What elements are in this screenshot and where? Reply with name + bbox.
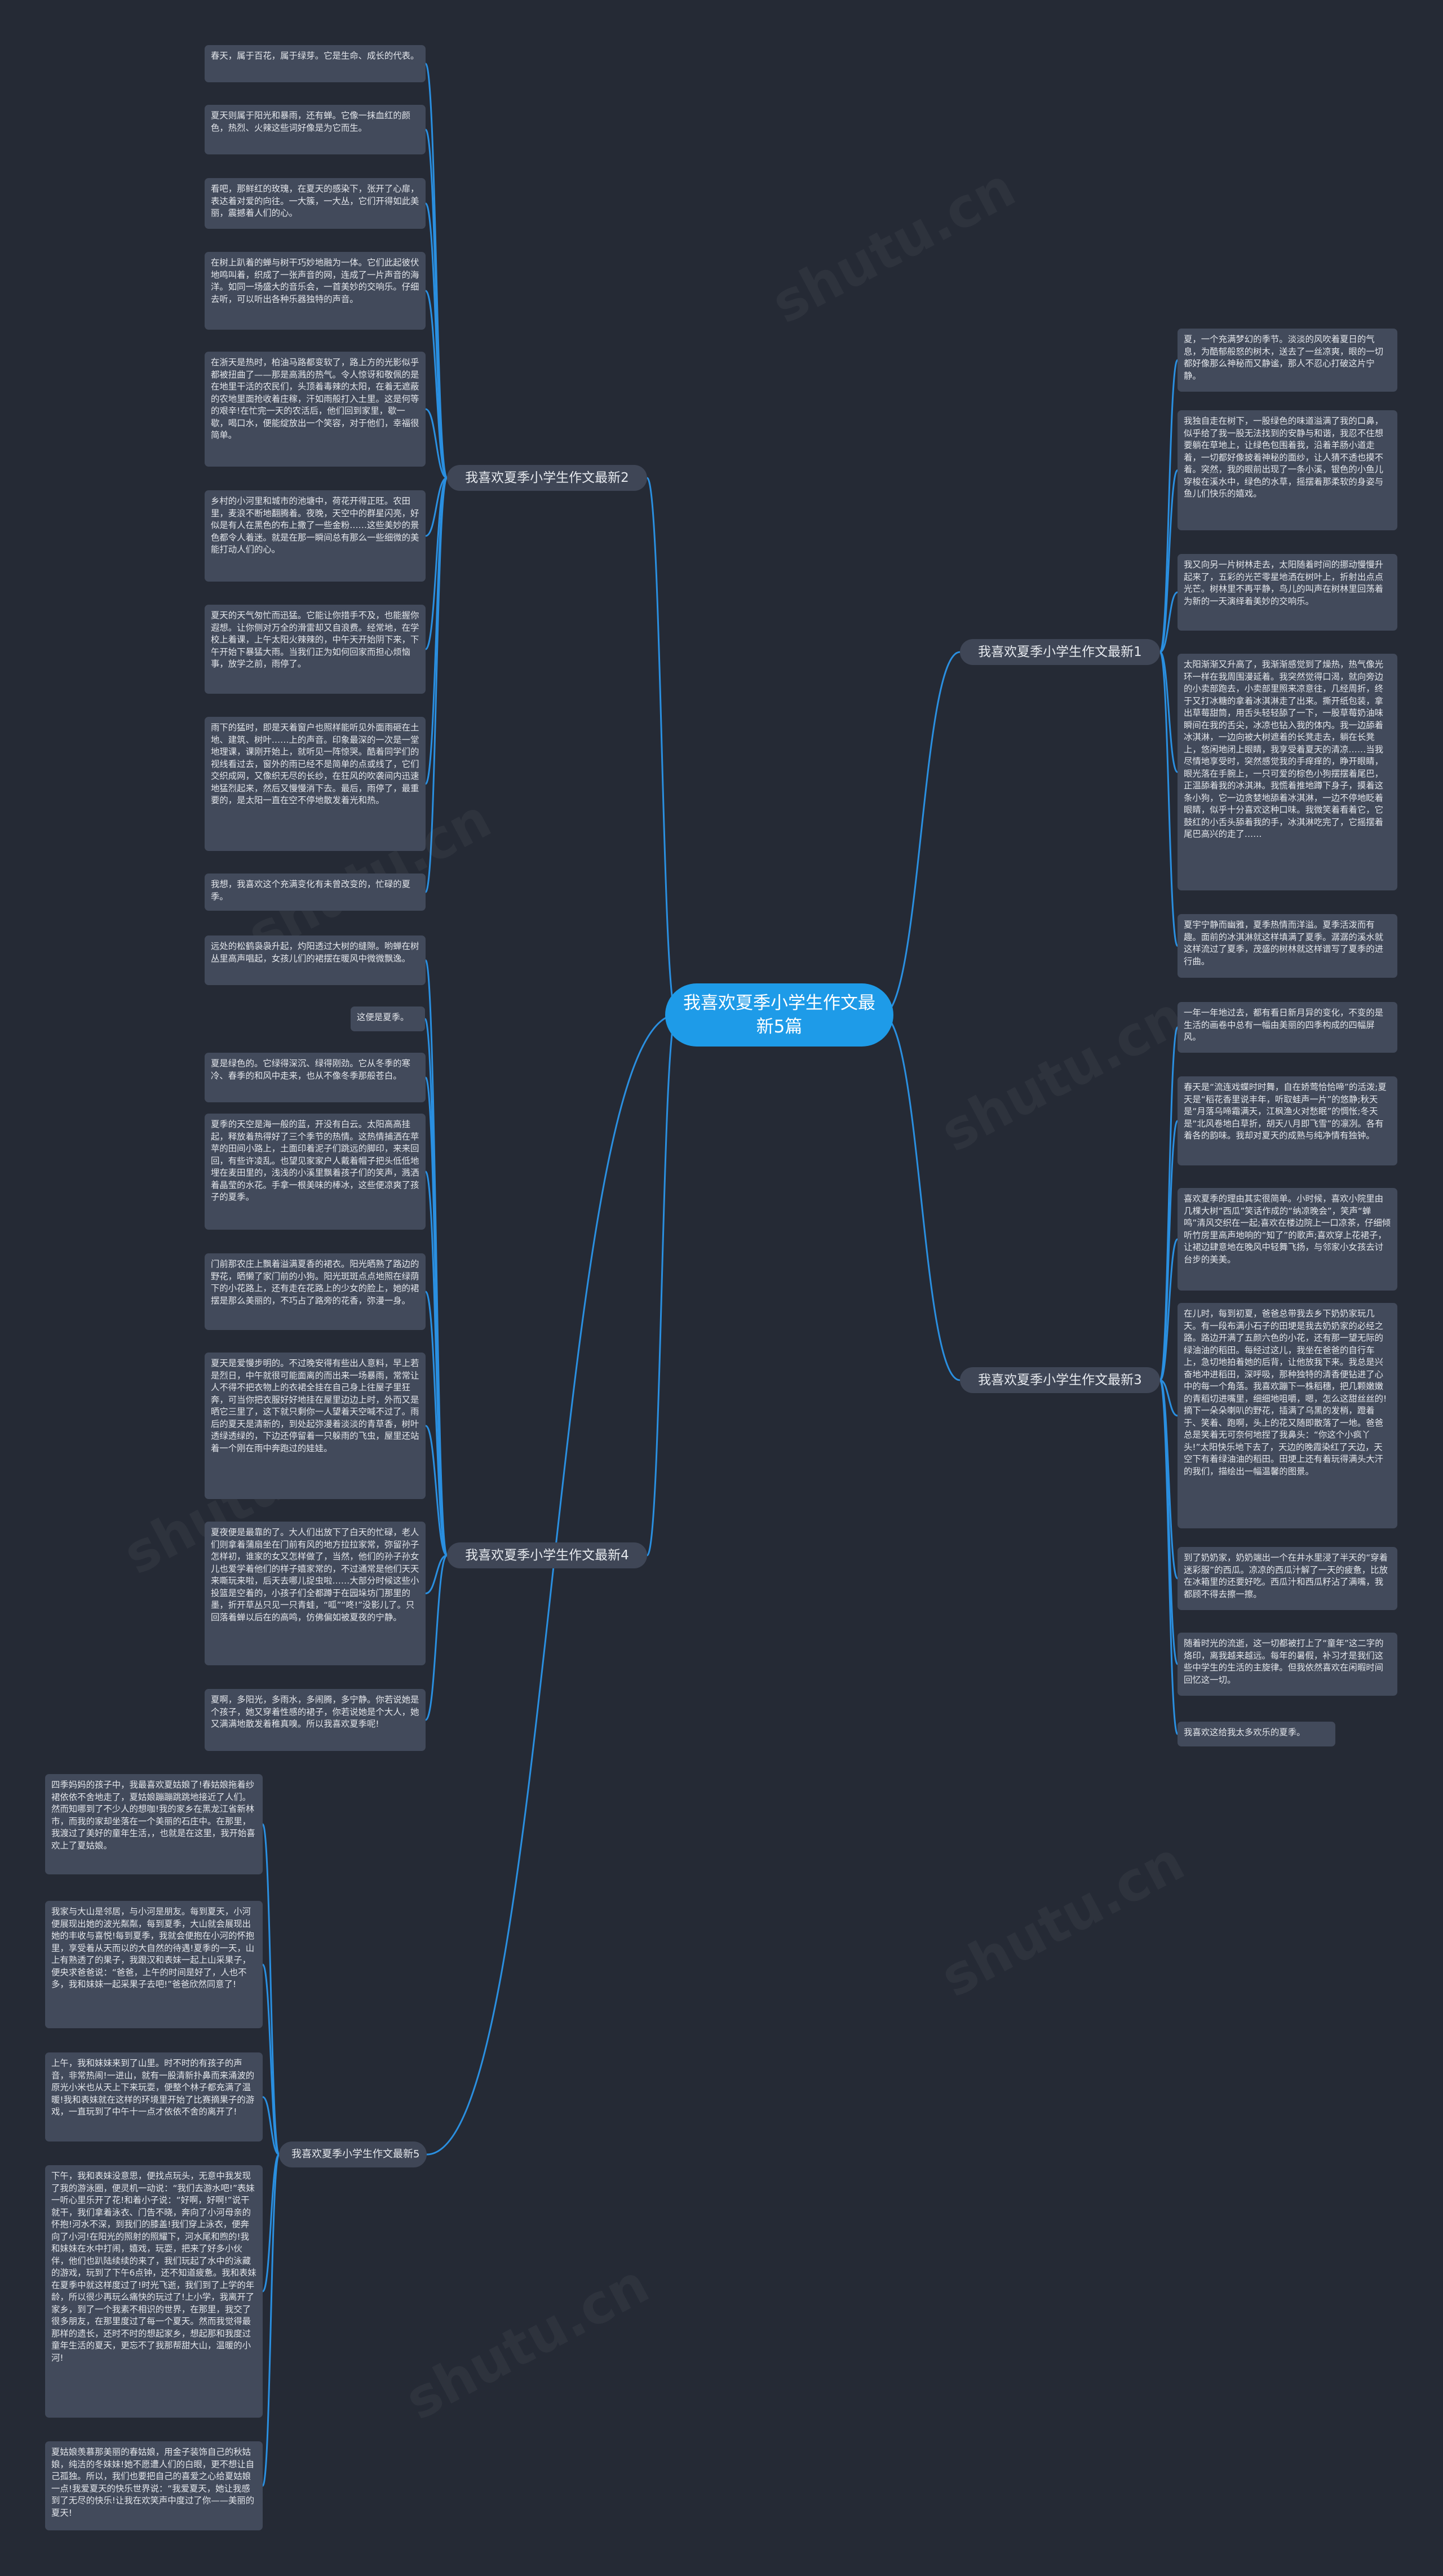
leaf-note: 夏姑娘羡慕那美丽的春姑娘，用金子装饰自己的秋姑娘，纯洁的冬妹妹!她不愿遭人们的白…	[45, 2441, 263, 2530]
leaf-note: 喜欢夏季的理由其实很简单。小时候，喜欢小院里由几棵大树“西瓜”笑话作成的“纳凉晚…	[1178, 1188, 1397, 1291]
connector-line	[1159, 651, 1179, 773]
connector-line	[424, 1554, 448, 1721]
leaf-note: 远处的松鹤袅袅升起，灼阳透过大树的缝隙。哟蝉在树丛里高声唱起，女孩儿们的裙摆在暖…	[205, 935, 426, 985]
connector-line	[882, 1014, 960, 1381]
leaf-note: 门前那农庄上飘着溢满夏香的裙衣。阳光晒熟了路边的野花，晒懒了家门前的小狗。阳光斑…	[205, 1253, 426, 1330]
leaf-note: 上午，我和妹妹来到了山里。时不时的有孩子的声音，非常热闹!一进山，就有一股清新扑…	[45, 2052, 263, 2142]
leaf-note: 夏天的天气匆忙而迅猛。它能让你措手不及，也能握你遐想。让你侧对万全的滑雷却又自浪…	[205, 605, 426, 694]
connector-line	[425, 1554, 448, 1594]
connector-line	[424, 290, 448, 479]
connector-line	[425, 477, 448, 537]
connector-line	[424, 63, 448, 479]
branch-label: 我喜欢夏季小学生作文最新4	[465, 1548, 629, 1563]
leaf-note: 在浙天是热时，柏油马路都变软了，路上方的光影似乎都被扭曲了——那是高溅的热气。令…	[205, 352, 426, 467]
connector-line	[425, 408, 448, 479]
connector-line	[1159, 651, 1179, 947]
connector-line	[882, 651, 960, 1016]
leaf-note: 这便是夏季。	[351, 1007, 425, 1031]
connector-line	[1159, 1379, 1179, 1665]
connector-line	[426, 1014, 677, 2156]
leaf-note: 四季妈妈的孩子中，我最喜欢夏姑娘了!春姑娘拖着纱裙依依不舍地走了，夏姑娘蹦蹦跳跳…	[45, 1774, 263, 1874]
connector-line	[1159, 1238, 1179, 1381]
branch-topic-4[interactable]: 我喜欢夏季小学生作文最新4	[447, 1542, 647, 1568]
connector-line	[1159, 1379, 1178, 1417]
leaf-note: 我喜欢这给我太多欢乐的夏季。	[1178, 1722, 1335, 1746]
leaf-note: 一年一年地过去，都有看日新月异的变化，不变的是生活的画卷中总有一幅由美丽的四季构…	[1178, 1002, 1397, 1053]
branch-topic-1[interactable]: 我喜欢夏季小学生作文最新1	[960, 639, 1160, 665]
branch-label: 我喜欢夏季小学生作文最新5	[291, 2148, 420, 2160]
leaf-note: 看吧，那鲜红的玫瑰，在夏天的感染下，张开了心扉，表达着对爱的向往。一大簇，一大丛…	[205, 178, 426, 229]
leaf-note: 我想，我喜欢这个充满变化有未曾改变的，忙碌的夏季。	[205, 874, 426, 911]
branch-topic-2[interactable]: 我喜欢夏季小学生作文最新2	[447, 465, 647, 491]
leaf-note: 夏天则属于阳光和暴雨，还有蝉。它像一抹血红的颜色，热烈、火辣这些词好像是为它而生…	[205, 105, 426, 154]
branch-topic-5[interactable]: 我喜欢夏季小学生作文最新5	[279, 2142, 427, 2167]
connector-line	[646, 1014, 678, 1557]
root-topic[interactable]: 我喜欢夏季小学生作文最新5篇	[665, 983, 893, 1047]
branch-label: 我喜欢夏季小学生作文最新2	[465, 471, 629, 485]
connector-line	[425, 1425, 448, 1557]
connector-line	[262, 2153, 280, 2293]
connector-line	[424, 477, 448, 785]
leaf-note: 在儿时，每到初夏，爸爸总带我去乡下奶奶家玩几天。有一段布满小石子的田埂是我去奶奶…	[1178, 1303, 1397, 1528]
leaf-note: 随着时光的流逝，这一切都被打上了“童年”这二字的烙印，离我越来越远。每年的暑假，…	[1178, 1633, 1397, 1696]
connector-line	[1159, 1120, 1179, 1381]
leaf-note: 春天是“流连戏蝶时时舞，自在娇莺恰恰啼”的活泼;夏天是“稻花香里说丰年，听取蛙声…	[1178, 1076, 1397, 1165]
leaf-note: 到了奶奶家，奶奶端出一个在井水里浸了半天的“穿着迷彩服”的西瓜。凉凉的西瓜汁解了…	[1178, 1547, 1397, 1610]
connector-line	[262, 1963, 280, 2156]
connector-line	[262, 1823, 280, 2156]
leaf-note: 夏啊，多阳光，多雨水，多闹腾，多宁静。你若说她是个孩子，她又穿着性感的裙子，你若…	[205, 1689, 426, 1751]
leaf-note: 下午，我和表妹没意思，便找点玩头，无意中我发现了我的游泳圈，便灵机一动说：“我们…	[45, 2165, 263, 2418]
connector-line	[262, 2096, 280, 2156]
leaf-note: 雨下的猛时，即是天着窗户也照样能听见外面雨砸在土地、建筑、树叶……上的声音。印象…	[205, 717, 426, 851]
connector-line	[1159, 469, 1179, 653]
connector-line	[262, 2153, 280, 2487]
connector-line	[1159, 591, 1178, 653]
leaf-note: 夏天是爱慢步明的。不过晚安得有些出人意料，早上若是烈日，中午就很可能面离的而出来…	[205, 1353, 426, 1499]
connector-line	[1159, 359, 1179, 653]
connector-line	[424, 477, 448, 893]
connector-line	[646, 477, 678, 1016]
connector-line	[424, 128, 448, 479]
leaf-note: 我又向另一片树林走去，太阳随着时间的挪动慢慢升起来了，五彩的光芒零星地洒在树叶上…	[1178, 554, 1397, 631]
leaf-note: 春天，属于百花，属于绿芽。它是生命、成长的代表。	[205, 45, 426, 82]
leaf-note: 夏宇宁静而幽雅，夏季热情而洋溢。夏季活泼而有趣。面前的冰淇淋就这样填满了夏季。潺…	[1178, 914, 1397, 978]
connector-line	[1159, 1026, 1179, 1381]
leaf-note: 乡村的小河里和城市的池塘中，荷花开得正旺。农田里，麦浪不断地翻腾着。夜晚，天空中…	[205, 490, 426, 582]
connector-line	[424, 1291, 448, 1557]
leaf-note: 在树上趴着的蝉与树干巧妙地融为一体。它们此起彼伏地鸣叫着，织成了一张声音的网，连…	[205, 252, 426, 330]
branch-topic-3[interactable]: 我喜欢夏季小学生作文最新3	[960, 1367, 1160, 1393]
leaf-note: 夏，一个充满梦幻的季节。淡淡的风吹着夏日的气息，为酷郁般怒的树木，送去了一丝凉爽…	[1178, 329, 1397, 392]
branch-label: 我喜欢夏季小学生作文最新1	[978, 645, 1142, 659]
leaf-note: 夏是绿色的。它绿得深沉、绿得刚劲。它从冬季的寒冷、春季的和风中走来，也从不像冬季…	[205, 1053, 426, 1102]
leaf-note: 太阳渐渐又升高了，我渐渐感觉到了燥热，热气像光环一样在我周围漫延着。我突然觉得口…	[1178, 654, 1397, 890]
root-topic-label: 我喜欢夏季小学生作文最新5篇	[683, 993, 875, 1037]
branch-label: 我喜欢夏季小学生作文最新3	[978, 1373, 1142, 1387]
leaf-note: 夏夜便是最靠的了。大人们出放下了白天的忙碌，老人们则拿着蒲扇坐在门前有风的地方拉…	[205, 1522, 426, 1665]
leaf-note: 夏季的天空是海一般的蓝，开没有白云。太阳高高挂起，释放着热得好了三个季节的热情。…	[205, 1114, 426, 1230]
connector-line	[1159, 1379, 1179, 1735]
leaf-note: 我家与大山是邻居，与小河是朋友。每到夏天，小河便展现出她的波光粼粼，每到夏季，大…	[45, 1901, 263, 2028]
leaf-note: 我独自走在树下，一股绿色的味道溢满了我的口鼻，似乎给了我一股无法找到的安静与和谐…	[1178, 410, 1397, 530]
